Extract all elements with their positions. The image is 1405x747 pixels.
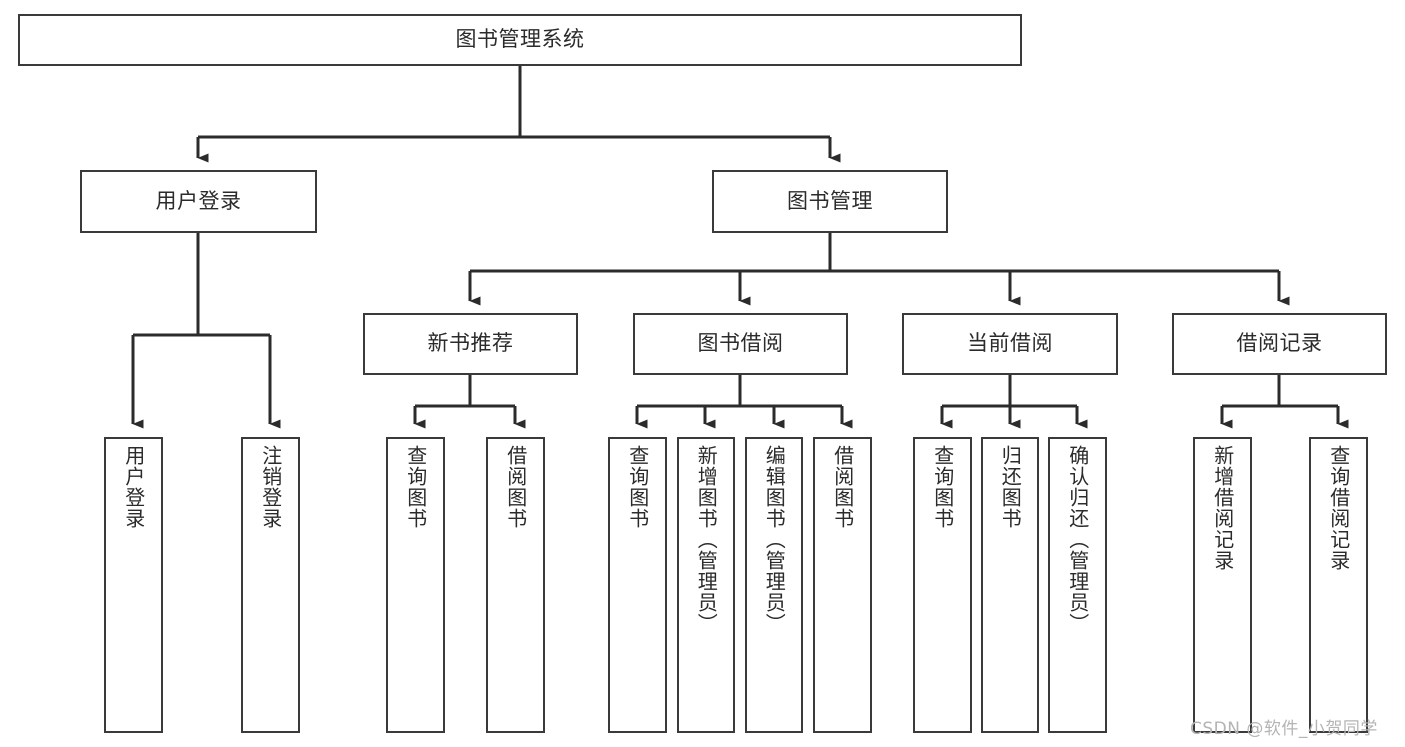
node-label: 图书管理系统 [455, 27, 585, 52]
leaf-edit-book-admin[interactable]: 编辑图书（管理员） [745, 437, 803, 733]
leaf-user-login[interactable]: 用户登录 [104, 437, 163, 733]
leaf-add-book-admin[interactable]: 新增图书（管理员） [677, 437, 735, 733]
node-label: 当前借阅 [967, 331, 1053, 356]
node-current-borrow[interactable]: 当前借阅 [902, 313, 1118, 375]
node-new-book-recommend[interactable]: 新书推荐 [363, 313, 578, 375]
node-label: 注销登录 [258, 445, 283, 529]
node-root-system[interactable]: 图书管理系统 [18, 14, 1022, 66]
node-label: 新增借阅记录 [1210, 445, 1235, 571]
node-label: 借阅图书 [830, 445, 855, 529]
leaf-confirm-return-admin[interactable]: 确认归还（管理员） [1048, 437, 1107, 733]
node-label: 确认归还（管理员） [1065, 445, 1090, 634]
node-label: 查询图书 [403, 445, 428, 529]
node-user-login[interactable]: 用户登录 [80, 170, 317, 233]
leaf-borrow-book-recommend[interactable]: 借阅图书 [486, 437, 545, 733]
node-label: 借阅记录 [1236, 331, 1323, 356]
leaf-query-book-recommend[interactable]: 查询图书 [386, 437, 445, 733]
node-label: 查询图书 [625, 445, 650, 529]
node-label: 查询图书 [930, 445, 955, 529]
leaf-return-book[interactable]: 归还图书 [981, 437, 1039, 733]
node-label: 新增图书（管理员） [694, 445, 719, 634]
node-book-management[interactable]: 图书管理 [712, 170, 948, 233]
leaf-add-borrow-record[interactable]: 新增借阅记录 [1193, 437, 1252, 733]
node-label: 归还图书 [998, 445, 1023, 529]
leaf-logout[interactable]: 注销登录 [241, 437, 300, 733]
leaf-query-borrow-record[interactable]: 查询借阅记录 [1309, 437, 1368, 733]
leaf-query-book-current[interactable]: 查询图书 [913, 437, 972, 733]
node-label: 用户登录 [155, 188, 242, 213]
watermark-text: CSDN @软件_小贺同学 [1190, 719, 1378, 739]
node-label: 新书推荐 [427, 331, 514, 356]
node-book-borrow[interactable]: 图书借阅 [633, 313, 848, 375]
node-label: 编辑图书（管理员） [762, 445, 787, 634]
node-label: 图书借阅 [697, 331, 784, 356]
node-label: 图书管理 [787, 188, 873, 213]
node-label: 查询借阅记录 [1326, 445, 1351, 571]
node-label: 用户登录 [121, 445, 146, 529]
node-borrow-record[interactable]: 借阅记录 [1172, 313, 1387, 375]
node-label: 借阅图书 [503, 445, 528, 529]
leaf-query-book-borrow[interactable]: 查询图书 [608, 437, 667, 733]
leaf-borrow-book[interactable]: 借阅图书 [813, 437, 872, 733]
